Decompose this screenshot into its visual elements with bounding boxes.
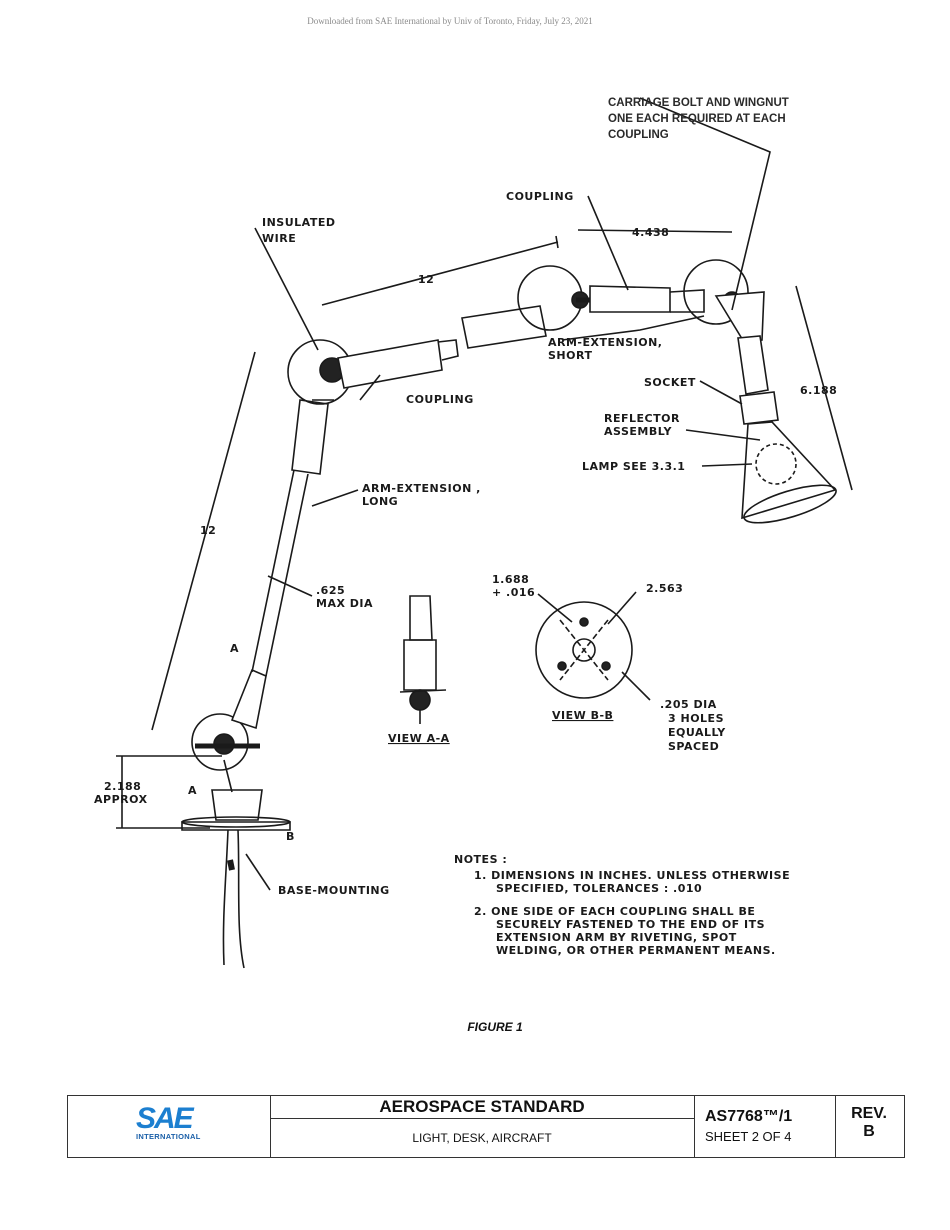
note-1-line1: 1. DIMENSIONS IN INCHES. UNLESS OTHERWIS… — [474, 869, 790, 882]
note-2-line1: 2. ONE SIDE OF EACH COUPLING SHALL BE — [474, 905, 755, 918]
revision-cell: REV. B — [834, 1096, 904, 1157]
note-2-line4: WELDING, OR OTHER PERMANENT MEANS. — [496, 944, 776, 957]
dimension-4438: 4.438 — [632, 226, 669, 239]
figure-caption: FIGURE 1 — [467, 1020, 523, 1034]
carriage-note-line1: CARRIAGE BOLT AND WINGNUT — [608, 97, 789, 109]
revision-label: REV. — [851, 1105, 887, 1122]
dimension-12-left: 12 — [200, 524, 216, 537]
dimension-1688-1: 1.688 — [492, 573, 529, 586]
note-2-line3: EXTENSION ARM BY RIVETING, SPOT — [496, 931, 737, 944]
label-arm-extension-short-1: ARM-EXTENSION, — [548, 336, 662, 349]
label-coupling-mid: COUPLING — [406, 393, 474, 406]
label-arm-extension-long-2: LONG — [362, 495, 398, 508]
revision-value: B — [863, 1123, 875, 1140]
dimension-2563: 2.563 — [646, 582, 683, 595]
dimension-2188-2: APPROX — [94, 793, 148, 806]
document-number-cell: AS7768™/1 SHEET 2 OF 4 — [694, 1096, 836, 1157]
download-watermark: Downloaded from SAE International by Uni… — [307, 16, 593, 26]
label-reflector-2: ASSEMBLY — [604, 425, 673, 438]
standard-type: AEROSPACE STANDARD — [270, 1096, 694, 1119]
document-title: LIGHT, DESK, AIRCRAFT — [412, 1131, 552, 1145]
sae-logo-subtext: INTERNATIONAL — [136, 1132, 201, 1141]
label-insulated-wire-2: WIRE — [262, 232, 296, 245]
label-coupling-top: COUPLING — [506, 190, 574, 203]
label-reflector-1: REFLECTOR — [604, 412, 680, 425]
label-holes-1: .205 DIA — [660, 698, 717, 711]
note-1-line2: SPECIFIED, TOLERANCES : .010 — [496, 882, 702, 895]
label-holes-2: 3 HOLES — [668, 712, 724, 725]
sheet-number: SHEET 2 OF 4 — [705, 1129, 792, 1144]
label-arm-extension-short-2: SHORT — [548, 349, 592, 362]
title-block: SAE INTERNATIONAL AEROSPACE STANDARD LIG… — [67, 1095, 905, 1158]
section-marker-a-bottom: A — [188, 784, 197, 797]
label-holes-3: EQUALLY — [668, 726, 726, 739]
dimension-1688-2: + .016 — [492, 586, 535, 599]
label-arm-extension-long-1: ARM-EXTENSION , — [362, 482, 481, 495]
label-dia-625-2: MAX DIA — [316, 597, 373, 610]
label-insulated-wire-1: INSULATED — [262, 216, 335, 229]
document-number: AS7768™/1 — [705, 1108, 793, 1125]
notes-title: NOTES : — [454, 853, 507, 866]
dimension-12-top: 12 — [418, 273, 434, 286]
note-2-line2: SECURELY FASTENED TO THE END OF ITS — [496, 918, 765, 931]
sae-logo: SAE INTERNATIONAL — [68, 1096, 271, 1157]
label-holes-4: SPACED — [668, 740, 719, 753]
label-socket: SOCKET — [644, 376, 696, 389]
carriage-note-line3: COUPLING — [608, 129, 669, 141]
sae-logo-text: SAE — [136, 1102, 195, 1135]
label-base-mounting: BASE-MOUNTING — [278, 884, 390, 897]
section-marker-a-top: A — [230, 642, 239, 655]
lamp-drawing: CARRIAGE BOLT AND WINGNUT ONE EACH REQUI… — [94, 97, 853, 969]
sae-logo-mark: SAE — [136, 1102, 197, 1135]
label-lamp: LAMP SEE 3.3.1 — [582, 460, 685, 473]
dimension-2188-1: 2.188 — [104, 780, 141, 793]
section-marker-b: B — [286, 830, 295, 843]
label-dia-625-1: .625 — [316, 584, 345, 597]
carriage-note-line2: ONE EACH REQUIRED AT EACH — [608, 113, 786, 125]
label-view-aa: VIEW A-A — [388, 732, 450, 745]
dimension-6188: 6.188 — [800, 384, 837, 397]
drawing-lines — [116, 97, 853, 969]
label-view-bb: VIEW B-B — [552, 709, 613, 722]
